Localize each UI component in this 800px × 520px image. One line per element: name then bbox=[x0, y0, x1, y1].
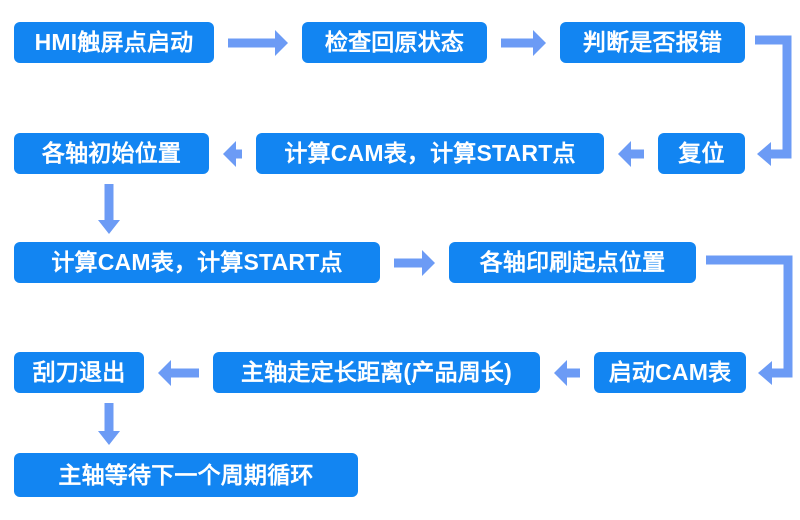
flow-node-label: 主轴等待下一个周期循环 bbox=[58, 461, 314, 488]
flow-node-label: 各轴印刷起点位置 bbox=[479, 249, 666, 275]
flow-node-n6[interactable]: 复位 bbox=[658, 133, 745, 174]
flow-node-n2[interactable]: 检查回原状态 bbox=[302, 22, 487, 63]
flow-node-n11[interactable]: 启动CAM表 bbox=[594, 352, 746, 393]
flow-node-label: 主轴走定长距离(产品周长) bbox=[241, 359, 512, 385]
flow-node-label: 计算CAM表，计算START点 bbox=[284, 140, 576, 166]
flow-node-label: 启动CAM表 bbox=[608, 359, 732, 385]
connector-n5-to-n4 bbox=[223, 140, 242, 167]
flow-node-label: 判断是否报错 bbox=[582, 29, 723, 55]
flow-node-label: 复位 bbox=[678, 140, 725, 166]
flow-node-label: 各轴初始位置 bbox=[41, 140, 182, 166]
flow-node-n4[interactable]: 各轴初始位置 bbox=[14, 133, 209, 174]
flow-node-n10[interactable]: 主轴走定长距离(产品周长) bbox=[213, 352, 540, 393]
connector-n1-to-n2 bbox=[228, 29, 288, 56]
connector-n3-to-n6 bbox=[743, 26, 800, 168]
connector-n4-to-n7 bbox=[96, 184, 122, 234]
connector-n7-to-n8 bbox=[394, 249, 435, 276]
connector-n9-to-n12 bbox=[96, 403, 122, 445]
flow-node-n12[interactable]: 主轴等待下一个周期循环 bbox=[14, 453, 358, 497]
connector-n11-to-n10 bbox=[554, 359, 580, 386]
flow-node-label: 计算CAM表，计算START点 bbox=[51, 249, 343, 275]
connector-n6-to-n5 bbox=[618, 140, 644, 167]
flow-node-n3[interactable]: 判断是否报错 bbox=[560, 22, 745, 63]
flow-node-n8[interactable]: 各轴印刷起点位置 bbox=[449, 242, 696, 283]
flow-node-n7[interactable]: 计算CAM表，计算START点 bbox=[14, 242, 380, 283]
flow-node-n1[interactable]: HMI触屏点启动 bbox=[14, 22, 214, 63]
connector-n2-to-n3 bbox=[501, 29, 546, 56]
flow-node-n9[interactable]: 刮刀退出 bbox=[14, 352, 144, 393]
flow-node-label: 检查回原状态 bbox=[324, 29, 465, 55]
flow-node-n5[interactable]: 计算CAM表，计算START点 bbox=[256, 133, 604, 174]
flow-node-label: 刮刀退出 bbox=[32, 359, 126, 385]
flow-node-label: HMI触屏点启动 bbox=[34, 29, 194, 55]
connector-n10-to-n9 bbox=[158, 359, 199, 386]
